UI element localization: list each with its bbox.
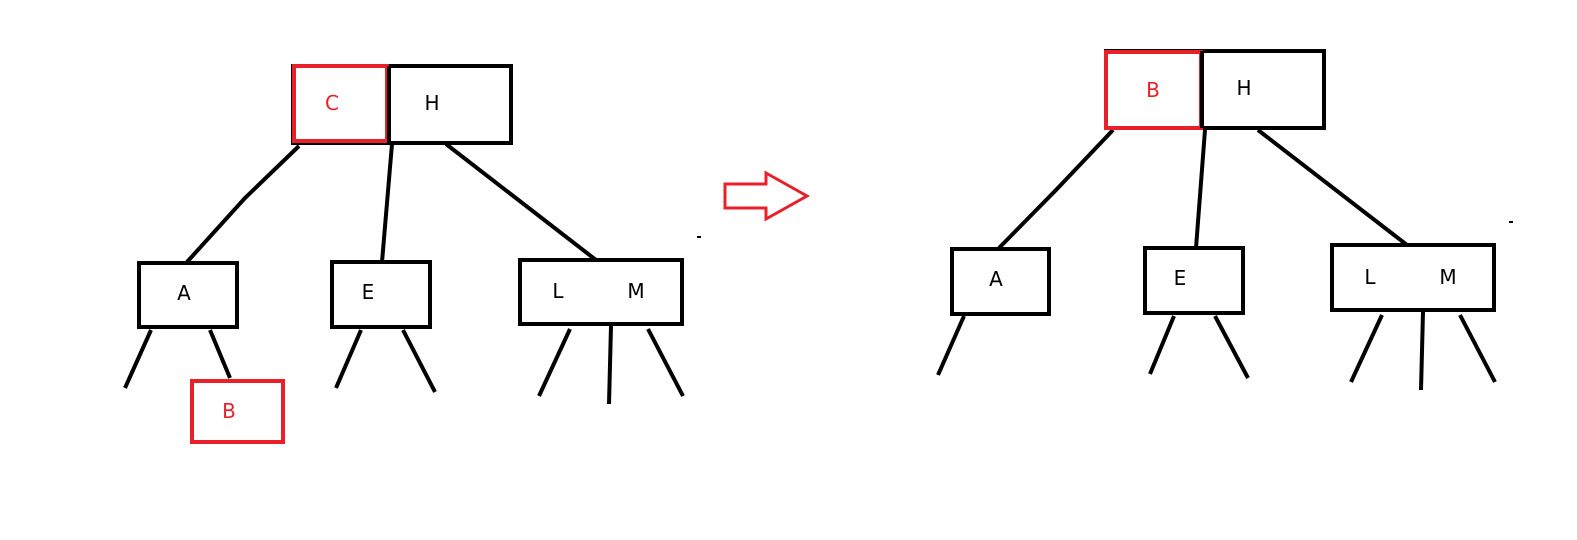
- after-root-key-b: B: [1146, 78, 1160, 102]
- before-node-lm-box: [518, 258, 684, 326]
- before-root-node: C H: [291, 64, 513, 145]
- before-node-e-right-branch: [401, 329, 437, 393]
- before-node-a-box: [137, 261, 239, 329]
- after-node-a-key: A: [989, 267, 1003, 291]
- before-node-lm-key-m: M: [627, 279, 644, 303]
- after-edge-root-to-a: [997, 128, 1115, 250]
- after-node-lm-key-l: L: [1364, 265, 1376, 289]
- before-node-a-right-branch: [208, 329, 232, 379]
- after-node-e-right-branch: [1213, 315, 1250, 379]
- after-node-e: E: [1143, 246, 1250, 379]
- before-edge-root-to-e: [380, 143, 394, 263]
- before-inserted-node-b: B: [190, 379, 285, 444]
- after-edge-root-to-lm: [1256, 128, 1409, 247]
- before-root-key-c: C: [325, 91, 339, 115]
- before-edge-root-to-lm: [444, 142, 598, 262]
- after-node-lm-box: [1330, 243, 1496, 312]
- before-node-lm-key-l: L: [552, 279, 564, 303]
- after-node-a-box: [950, 247, 1051, 316]
- before-node-e-box: [330, 260, 432, 329]
- before-node-lm-middle-branch: [607, 325, 613, 405]
- before-node-e-left-branch: [334, 329, 363, 389]
- before-node-lm-right-branch: [646, 328, 685, 397]
- before-node-a-left-branch: [123, 329, 153, 389]
- before-root-key-h: H: [424, 91, 439, 115]
- right-arrow-icon: [723, 170, 811, 222]
- before-inserted-node-b-box: [190, 379, 285, 444]
- after-node-a: A: [936, 247, 1051, 376]
- after-node-lm: L M: [1330, 243, 1497, 391]
- after-root-edges: [997, 128, 1409, 250]
- before-node-e-key: E: [362, 280, 375, 304]
- after-node-lm-right-branch: [1458, 314, 1497, 383]
- before-node-lm-left-branch: [537, 328, 572, 397]
- before-root-edges: [185, 142, 598, 264]
- after-node-e-box: [1143, 246, 1245, 315]
- before-tree: C H A B E L M: [123, 64, 701, 444]
- after-node-lm-middle-branch: [1419, 311, 1425, 391]
- before-node-e: E: [330, 260, 437, 393]
- after-root-node: B H: [1104, 49, 1326, 130]
- before-node-lm: L M: [518, 258, 685, 405]
- after-node-lm-left-branch: [1349, 314, 1384, 383]
- before-node-a: A: [123, 261, 239, 389]
- after-node-a-left-branch: [936, 315, 966, 376]
- after-node-lm-key-m: M: [1439, 265, 1456, 289]
- after-node-e-left-branch: [1148, 315, 1176, 375]
- after-edge-root-to-e: [1194, 129, 1207, 249]
- after-node-e-key: E: [1174, 266, 1187, 290]
- before-edge-root-to-a: [185, 144, 301, 264]
- before-node-a-key: A: [177, 281, 191, 305]
- after-tree: B H A E L M: [936, 49, 1513, 391]
- after-root-outline: [1104, 49, 1326, 130]
- after-root-key-h: H: [1236, 76, 1251, 100]
- before-inserted-key-b: B: [222, 399, 236, 423]
